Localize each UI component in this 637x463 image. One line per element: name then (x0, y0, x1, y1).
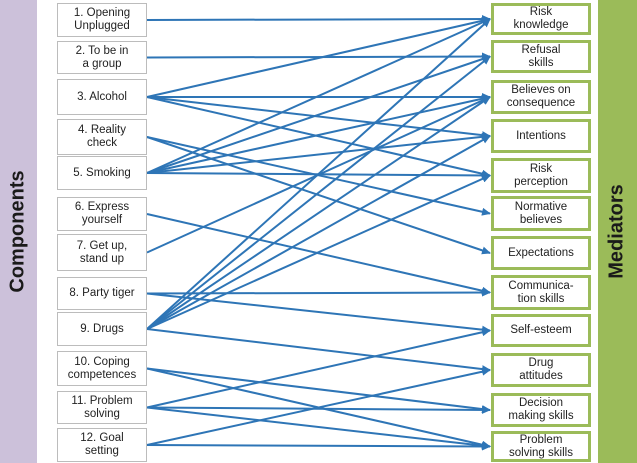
link-arrow (146, 96, 491, 178)
link-arrow (146, 18, 491, 174)
component-box: 11. Problem solving (57, 391, 147, 424)
link-arrow (146, 174, 491, 330)
mediator-box: Self-esteem (491, 314, 591, 347)
mediator-box: Normative believes (491, 196, 591, 231)
link-arrow (146, 442, 491, 451)
mediators-band: Mediators (598, 0, 637, 463)
link-arrow (146, 405, 491, 414)
link-arrow (146, 96, 491, 140)
link-arrow (146, 136, 491, 255)
mediator-box: Decision making skills (491, 393, 591, 427)
link-arrow (146, 328, 491, 409)
mediator-box: Intentions (491, 119, 591, 153)
components-band: Components (0, 0, 37, 463)
link-arrow (146, 132, 491, 174)
mediator-box: Communica- tion skills (491, 275, 591, 310)
component-box: 6. Express yourself (57, 197, 147, 231)
mediator-box: Risk perception (491, 158, 591, 193)
component-box: 10. Coping competences (57, 351, 147, 386)
link-arrow (146, 135, 491, 330)
link-arrow (146, 15, 491, 24)
link-arrow (146, 94, 491, 174)
component-box: 1. Opening Unplugged (57, 3, 147, 37)
mediator-box: Risk knowledge (491, 3, 591, 35)
link-arrow (146, 96, 491, 330)
mediator-box: Refusal skills (491, 40, 591, 73)
link-arrow (146, 367, 491, 446)
link-arrow (146, 55, 491, 330)
link-arrow (146, 406, 491, 450)
link-arrow (146, 288, 491, 297)
link-arrow (146, 292, 491, 334)
component-box: 12. Goal setting (57, 428, 147, 462)
mediator-box: Believes on consequence (491, 80, 591, 114)
link-arrow (146, 367, 491, 414)
link-arrow (146, 16, 491, 98)
link-arrow (146, 18, 491, 330)
component-box: 3. Alcohol (57, 79, 147, 115)
link-arrow (146, 328, 491, 374)
mediator-box: Expectations (491, 236, 591, 270)
mediator-box: Problem solving skills (491, 431, 591, 462)
component-box: 4. Reality check (57, 119, 147, 155)
component-box: 5. Smoking (57, 156, 147, 190)
link-arrow (146, 55, 491, 174)
component-box: 9. Drugs (57, 312, 147, 346)
component-box: 2. To be in a group (57, 41, 147, 74)
component-box: 7. Get up, stand up (57, 234, 147, 271)
mediator-box: Drug attitudes (491, 353, 591, 387)
component-box: 8. Party tiger (57, 277, 147, 310)
